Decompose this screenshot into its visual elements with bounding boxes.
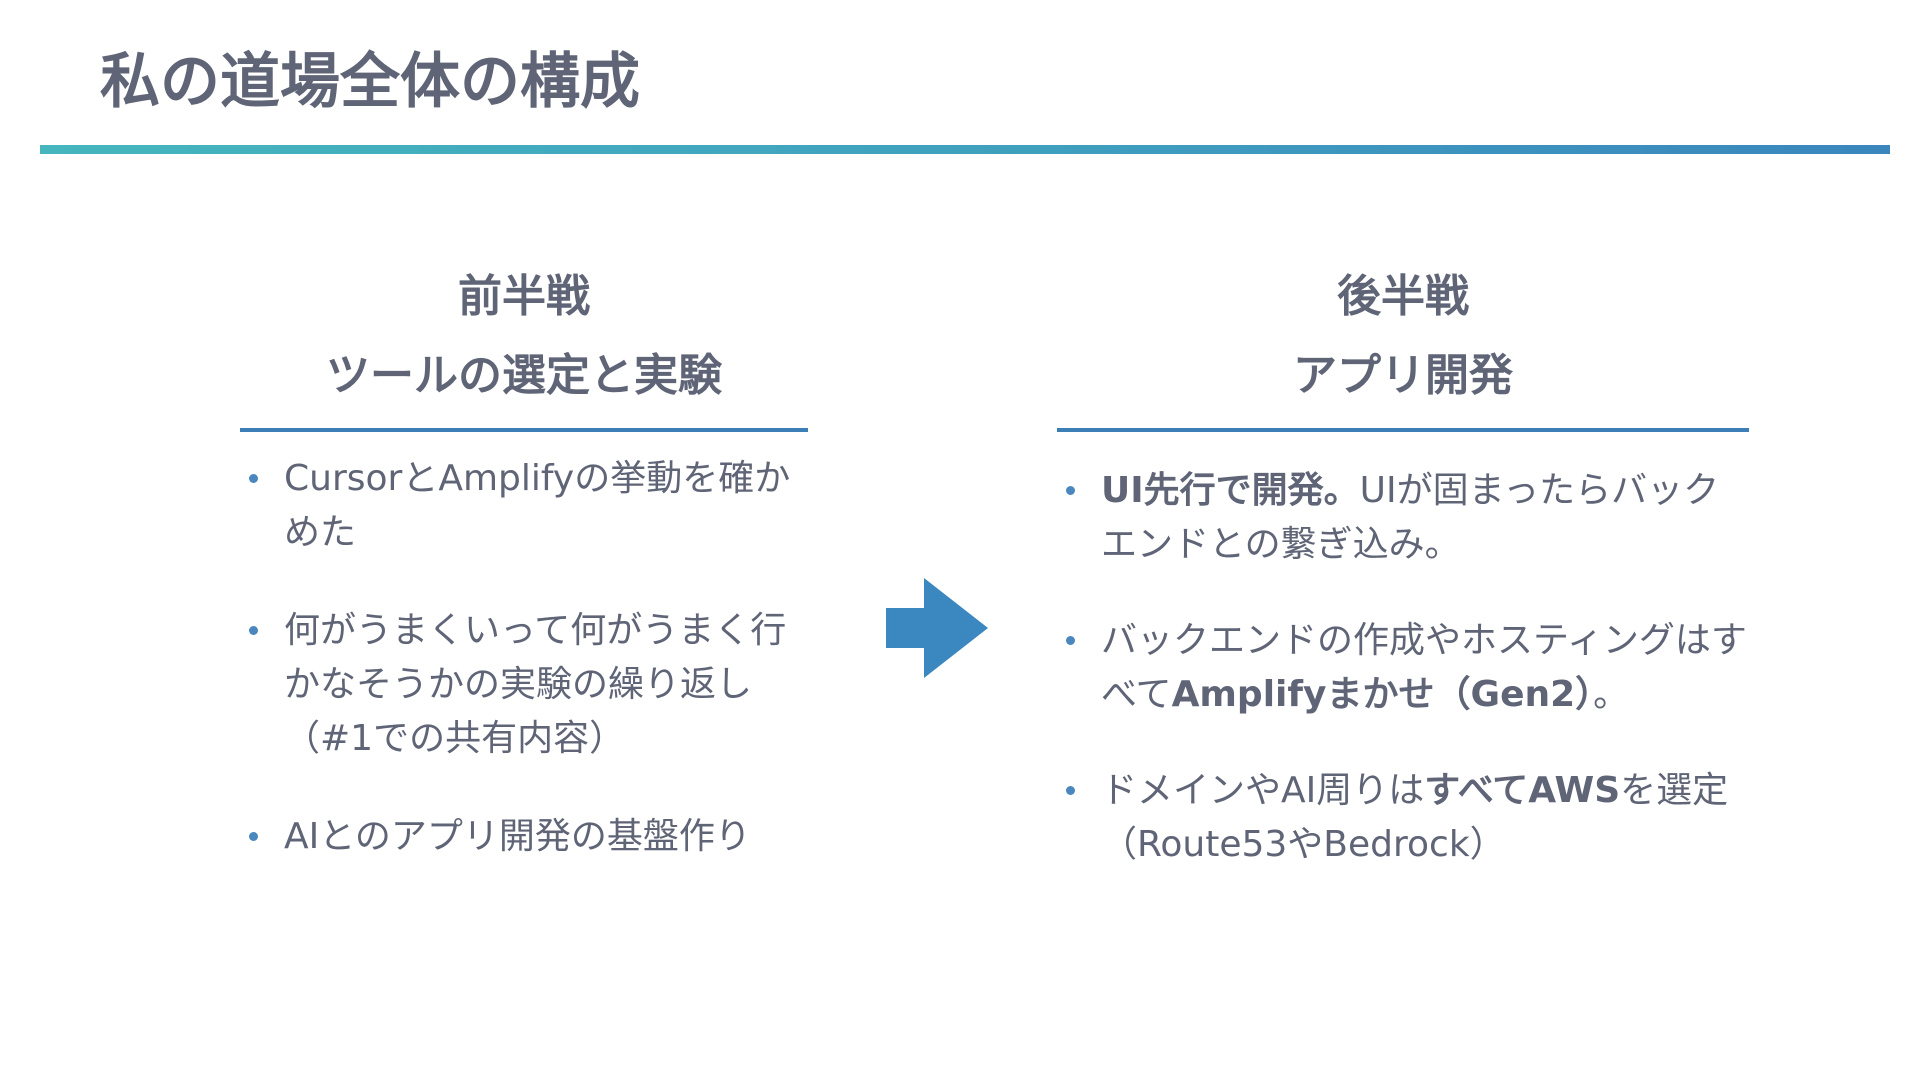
bullet-dot-icon <box>1066 636 1075 645</box>
bullet-dot-icon <box>1066 486 1075 495</box>
list-item: UI先行で開発。UIが固まったらバックエンドとの繋ぎ込み。 <box>1057 464 1749 572</box>
bullet-text: CursorとAmplifyの挙動を確かめた <box>284 458 791 553</box>
right-subtitle-heading: アプリ開発 <box>1293 350 1513 401</box>
list-item: バックエンドの作成やホスティングはすべてAmplifyまかせ（Gen2）。 <box>1057 614 1749 722</box>
list-item: 何がうまくいって何がうまく行かなそうかの実験の繰り返し（#1での共有内容） <box>240 604 808 766</box>
right-column: 後半戦 アプリ開発 UI先行で開発。UIが固まったらバックエンドとの繋ぎ込み。 … <box>1057 262 1749 872</box>
bullet-emphasis: すべてAWS <box>1424 770 1621 811</box>
bullet-dot-icon <box>249 626 258 635</box>
left-heading-underline <box>240 428 808 432</box>
bullet-text-end: を選定（Route53やBedrock） <box>1101 770 1729 865</box>
list-item: ドメインやAI周りはすべてAWSを選定（Route53やBedrock） <box>1057 764 1749 872</box>
bullet-text: UIが固まったらバックエンドとの繋ぎ込み。 <box>1101 470 1720 565</box>
bullet-dot-icon <box>1066 786 1075 795</box>
left-phase-heading: 前半戦 <box>458 271 590 322</box>
bullet-text: AIとのアプリ開発の基盤作り <box>284 816 751 857</box>
arrow-right-shape <box>886 578 988 678</box>
right-bullet-list: UI先行で開発。UIが固まったらバックエンドとの繋ぎ込み。 バックエンドの作成や… <box>1057 464 1749 872</box>
bullet-text: ドメインやAI周りは <box>1101 770 1425 811</box>
list-item: CursorとAmplifyの挙動を確かめた <box>240 452 808 560</box>
title-underline <box>40 145 1890 154</box>
slide-title: 私の道場全体の構成 <box>100 47 640 117</box>
left-subtitle-heading: ツールの選定と実験 <box>326 350 722 401</box>
arrow-right-icon <box>886 578 988 678</box>
left-column: 前半戦 ツールの選定と実験 CursorとAmplifyの挙動を確かめた 何がう… <box>240 262 808 864</box>
list-item: AIとのアプリ開発の基盤作り <box>240 810 808 864</box>
bullet-emphasis: UI先行で開発。 <box>1101 470 1360 511</box>
right-heading-underline <box>1057 428 1749 432</box>
left-bullet-list: CursorとAmplifyの挙動を確かめた 何がうまくいって何がうまく行かなそ… <box>240 452 808 864</box>
right-phase-heading: 後半戦 <box>1337 271 1469 322</box>
bullet-dot-icon <box>249 474 258 483</box>
bullet-dot-icon <box>249 832 258 841</box>
bullet-text: 何がうまくいって何がうまく行かなそうかの実験の繰り返し（#1での共有内容） <box>284 610 787 759</box>
bullet-emphasis: Amplifyまかせ（Gen2） <box>1171 674 1594 715</box>
bullet-text: バックエンドの作成やホスティングはすべて <box>1101 620 1747 715</box>
bullet-text-end: 。 <box>1593 674 1630 715</box>
